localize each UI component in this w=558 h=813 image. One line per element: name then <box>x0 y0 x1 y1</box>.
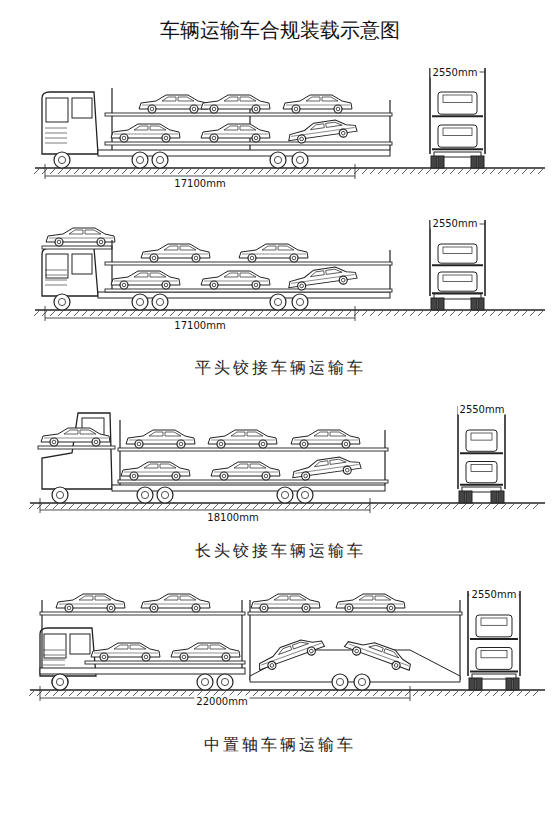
car-side <box>201 124 270 142</box>
deck <box>105 262 392 265</box>
post <box>389 250 390 292</box>
car-side <box>111 124 180 142</box>
post <box>241 600 242 668</box>
dimension-label: 2550mm <box>431 67 480 78</box>
car-side <box>291 430 360 448</box>
car-side <box>141 244 210 262</box>
car-side <box>291 454 362 481</box>
deck <box>40 612 245 615</box>
rear-view <box>458 406 505 503</box>
deck <box>105 142 392 145</box>
tractor-cab <box>42 248 98 310</box>
ground <box>34 168 545 174</box>
car-side <box>121 462 190 480</box>
deck <box>105 113 392 116</box>
car-side <box>283 95 352 113</box>
car-side <box>239 244 308 262</box>
car-side <box>41 428 110 446</box>
ground <box>29 503 545 509</box>
tractor-cab <box>42 92 98 168</box>
figure-caption: 长头铰接车辆运输车 <box>195 542 366 560</box>
ground <box>34 310 545 316</box>
deck <box>85 661 245 664</box>
car-side <box>211 462 280 480</box>
deck <box>105 289 392 292</box>
ground <box>29 690 545 696</box>
axle-wheels <box>132 294 308 310</box>
figure-caption: 中置轴车辆运输车 <box>204 736 356 754</box>
dimension-label: 2550mm <box>458 404 507 415</box>
car-side <box>287 264 358 291</box>
dimension-label: 2550mm <box>431 218 480 229</box>
deck <box>118 448 388 451</box>
axle-wheels <box>52 674 370 690</box>
car-side <box>336 594 405 612</box>
dimension-label: 18100mm <box>205 512 260 523</box>
figure-caption: 平头铰接车辆运输车 <box>195 359 366 377</box>
axle-wheels <box>137 487 313 503</box>
rear-view <box>468 591 520 690</box>
post <box>111 88 112 150</box>
car-side <box>56 594 125 612</box>
diagram-title: 车辆运输车合规装载示意图 <box>160 19 400 41</box>
chassis <box>40 668 245 674</box>
car-side <box>343 633 414 674</box>
dimension-label: 17100mm <box>172 178 227 189</box>
car-side <box>111 271 180 289</box>
deck <box>38 446 115 449</box>
car-side <box>255 633 326 674</box>
dimension-label: 2550mm <box>470 589 519 600</box>
tractor-cab <box>40 628 96 690</box>
car-side <box>126 430 195 448</box>
tractor-cab-long <box>42 413 112 503</box>
deck <box>248 612 462 615</box>
car-side <box>141 594 210 612</box>
car-side <box>139 95 208 113</box>
rear-view <box>430 220 485 310</box>
dimension-label: 17100mm <box>172 320 227 331</box>
car-side <box>287 117 358 144</box>
car-side <box>46 228 115 246</box>
post <box>41 600 42 668</box>
rear-view <box>430 68 485 168</box>
deck <box>118 480 388 483</box>
post <box>119 420 120 485</box>
axle-wheels <box>132 152 308 168</box>
car-side <box>201 95 270 113</box>
car-side <box>208 430 277 448</box>
car-side <box>251 594 320 612</box>
car-side <box>201 271 270 289</box>
car-side <box>91 643 160 661</box>
car-side <box>171 643 240 661</box>
dimension-label: 22000mm <box>194 696 249 707</box>
post <box>384 430 385 485</box>
chassis <box>112 485 385 491</box>
